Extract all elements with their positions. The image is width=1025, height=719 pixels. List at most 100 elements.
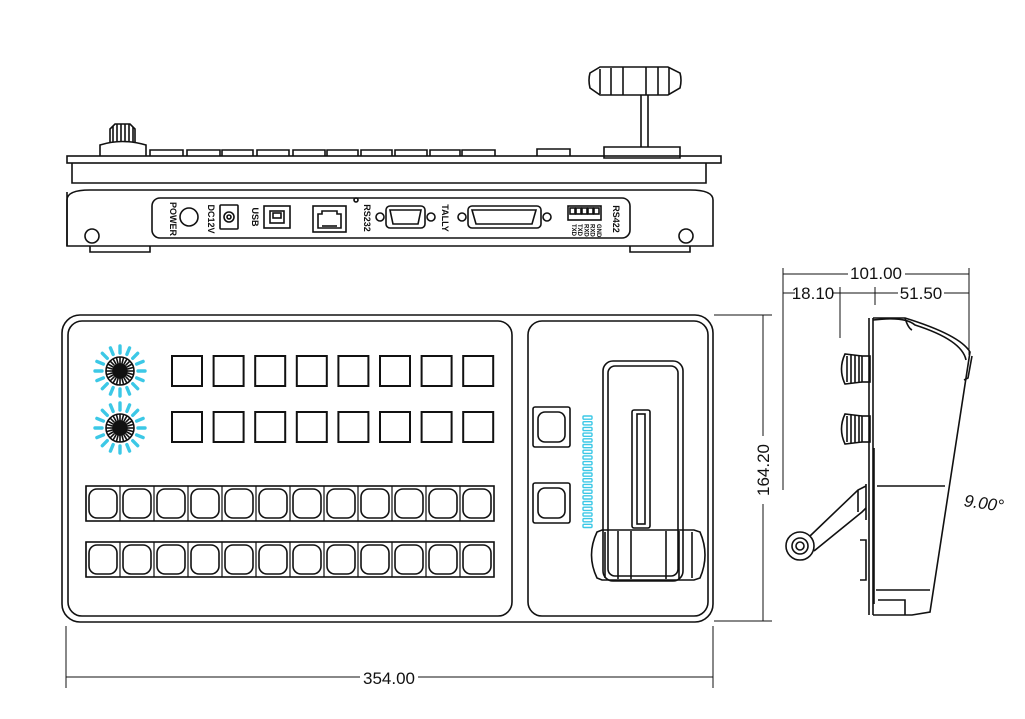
square-button[interactable] — [254, 411, 287, 443]
round-button[interactable] — [88, 544, 118, 575]
round-button[interactable] — [326, 544, 356, 575]
led-segment — [582, 421, 593, 426]
led-segment — [582, 443, 593, 449]
led-segment — [582, 415, 593, 420]
rotary-encoder[interactable] — [93, 401, 147, 455]
led-segment — [582, 495, 593, 500]
encoder-led-tick — [125, 346, 132, 357]
round-button[interactable] — [326, 488, 356, 519]
led-segment — [582, 517, 593, 523]
round-button[interactable] — [292, 544, 322, 575]
side-tbar-arm — [785, 484, 867, 581]
label-rs232: RS232 — [362, 204, 372, 232]
square-button[interactable] — [295, 355, 328, 387]
encoder-led-tick — [95, 416, 106, 423]
side-profile-view — [785, 317, 973, 616]
round-button[interactable] — [156, 488, 186, 519]
round-button[interactable] — [360, 544, 390, 575]
led-segment — [582, 523, 593, 529]
rear-panel-view — [66, 66, 722, 253]
round-button[interactable] — [258, 544, 288, 575]
square-button[interactable] — [295, 411, 328, 443]
round-button[interactable] — [190, 488, 220, 519]
round-button[interactable] — [156, 544, 186, 575]
square-button[interactable] — [462, 355, 495, 387]
round-button[interactable] — [88, 488, 118, 519]
square-button-grid — [171, 355, 495, 443]
round-button[interactable] — [394, 488, 424, 519]
led-segment — [582, 426, 593, 432]
square-button[interactable] — [420, 355, 453, 387]
dim-width: 354.00 — [363, 669, 415, 688]
rs422-terminal — [567, 205, 602, 221]
button-section — [67, 320, 513, 617]
side-knobs — [840, 353, 871, 445]
led-segment — [582, 449, 593, 455]
encoder-led-tick — [100, 439, 109, 448]
round-button[interactable] — [428, 544, 458, 575]
encoder-led-tick — [95, 433, 106, 440]
rs422-pin-label: RXD — [589, 224, 595, 237]
encoder-led-tick — [95, 376, 106, 383]
dc12v-jack — [219, 204, 239, 230]
top-panel-outline — [61, 314, 714, 623]
led-segment — [582, 512, 593, 517]
encoder-led-tick — [100, 382, 109, 391]
led-segment — [582, 506, 593, 512]
round-button[interactable] — [122, 488, 152, 519]
led-segment — [582, 478, 593, 483]
encoder-led-tick — [108, 385, 115, 396]
square-button[interactable] — [171, 355, 203, 387]
encoder-led-tick — [131, 408, 140, 417]
dim-side-rear: 51.50 — [900, 284, 943, 303]
rs422-pin-label: RXD — [582, 224, 588, 237]
round-button[interactable] — [428, 488, 458, 519]
label-power: POWER — [168, 202, 178, 237]
encoder-led-tick — [100, 408, 109, 417]
round-button[interactable] — [122, 544, 152, 575]
label-dc12v: DC12V — [206, 204, 216, 233]
led-segment — [582, 483, 593, 489]
rotary-encoder[interactable] — [93, 344, 147, 398]
encoder-led-tick — [125, 442, 132, 453]
square-button[interactable] — [171, 411, 203, 443]
rs422-pin-label: TXD — [570, 224, 576, 237]
tbar-fader[interactable] — [590, 360, 706, 582]
round-button[interactable] — [462, 488, 492, 519]
round-button[interactable] — [394, 544, 424, 575]
led-segment — [582, 466, 593, 472]
square-button[interactable] — [379, 355, 411, 387]
round-button[interactable] — [258, 488, 288, 519]
round-button[interactable] — [462, 544, 492, 575]
round-button[interactable] — [292, 488, 322, 519]
square-button[interactable] — [212, 411, 245, 443]
rear-knob — [99, 123, 147, 156]
square-button[interactable] — [379, 411, 411, 443]
side-button-1[interactable] — [532, 406, 571, 448]
encoder-led-tick — [108, 346, 115, 357]
encoder-led-tick — [134, 376, 145, 383]
encoder-led-tick — [108, 442, 115, 453]
encoder-led-tick — [134, 359, 145, 366]
round-button[interactable] — [360, 488, 390, 519]
encoder-led-tick — [131, 439, 140, 448]
round-button[interactable] — [224, 488, 254, 519]
rs232-port — [375, 205, 436, 229]
led-segment — [582, 500, 593, 506]
square-button[interactable] — [337, 355, 370, 387]
encoder-led-tick — [131, 382, 140, 391]
power-button[interactable] — [179, 207, 199, 227]
round-button[interactable] — [224, 544, 254, 575]
square-button[interactable] — [254, 355, 287, 387]
square-button[interactable] — [212, 355, 245, 387]
square-button[interactable] — [462, 411, 495, 443]
round-button[interactable] — [190, 544, 220, 575]
square-button[interactable] — [337, 411, 370, 443]
side-buttons — [532, 406, 571, 524]
encoder-led-tick — [95, 359, 106, 366]
encoder-led-tick — [134, 416, 145, 423]
round-button-grid — [85, 485, 495, 578]
encoder-led-tick — [125, 403, 132, 414]
square-button[interactable] — [420, 411, 453, 443]
side-button-2[interactable] — [532, 482, 571, 524]
